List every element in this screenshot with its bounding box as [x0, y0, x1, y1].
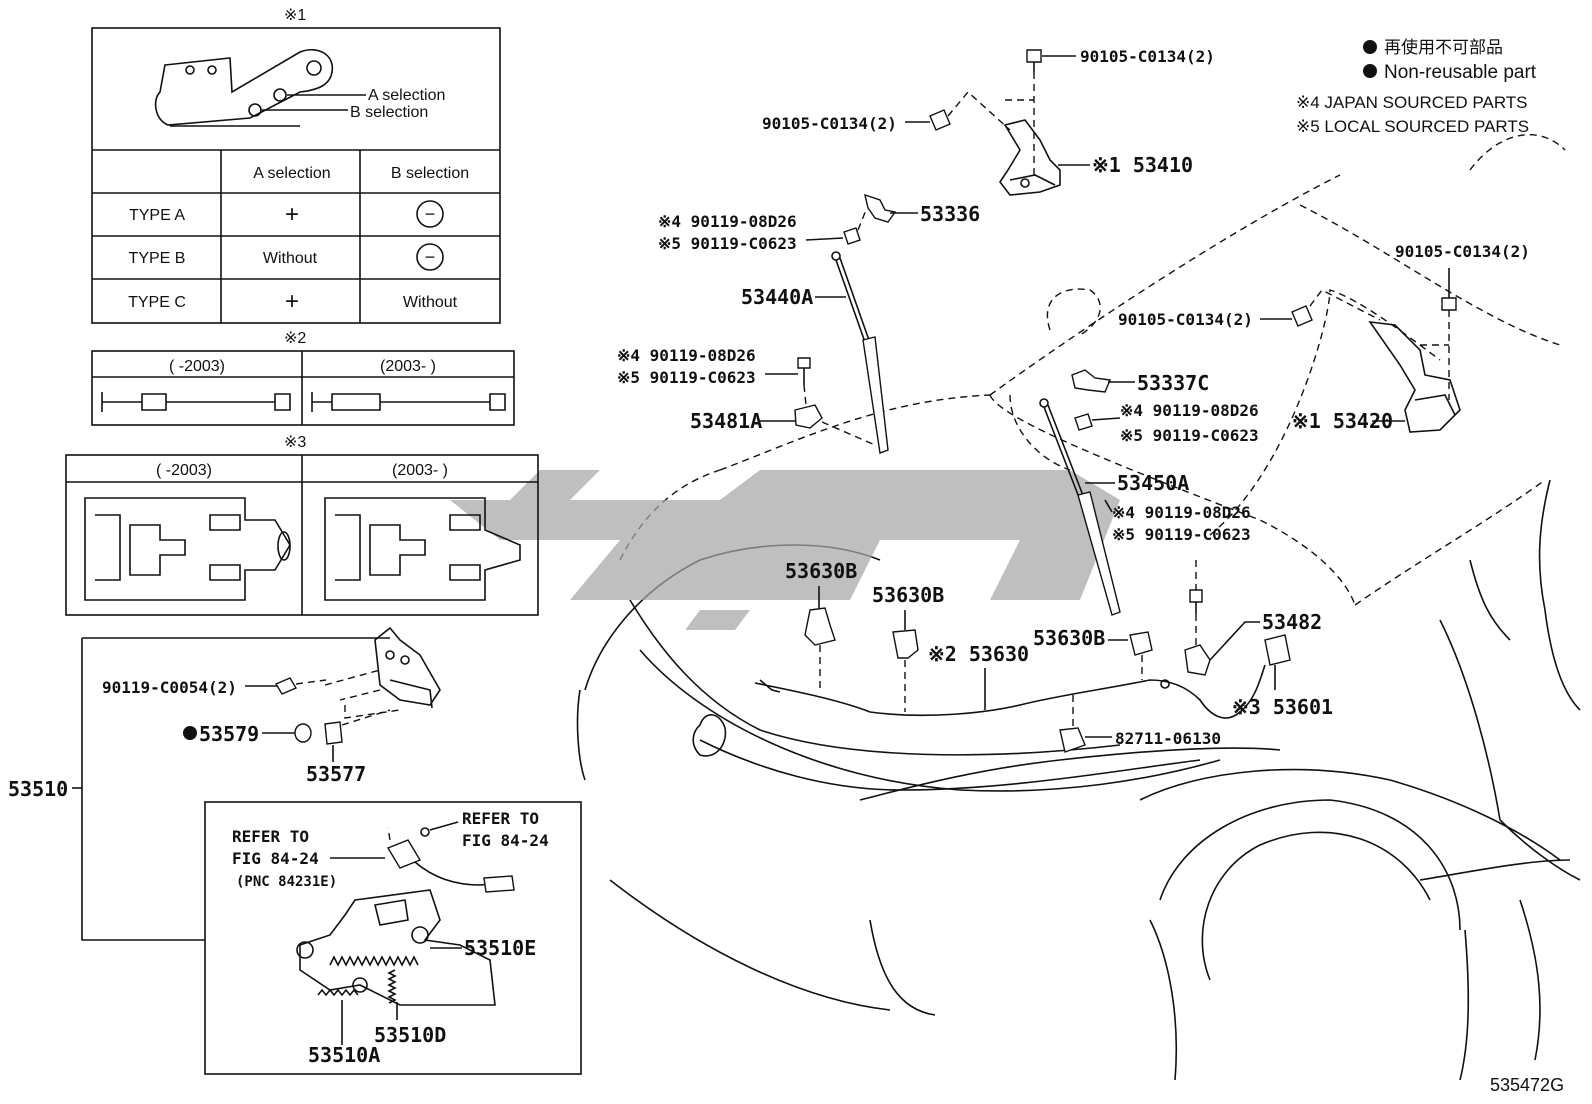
- table-cell-b: −: [425, 247, 436, 267]
- release-lever: 53482 ※3 53601: [1184, 610, 1333, 719]
- label-90105-left: 90105-C0134(2): [762, 114, 897, 133]
- inset-2-marker: ※2: [284, 330, 306, 347]
- inset-1-frame: [91, 27, 501, 324]
- inset-3-right-header: (2003- ): [392, 462, 448, 479]
- inset-3-left-header: ( -2003): [156, 462, 212, 479]
- non-reusable-dot-icon: [183, 726, 197, 740]
- figure-code: 535472G: [1490, 1075, 1564, 1095]
- label-90119-d-jp: ※4 90119-08D26: [1112, 503, 1251, 522]
- refer-left-line1: REFER TO: [232, 827, 309, 846]
- label-90119-d-local: ※5 90119-C0623: [1112, 525, 1251, 544]
- label-90119-a-local: ※5 90119-C0623: [658, 234, 797, 253]
- table-cell-b: −: [425, 204, 436, 224]
- label-53510a: 53510A: [308, 1043, 380, 1067]
- car-body-outline: [576, 134, 1581, 1081]
- inset-2-left-header: ( -2003): [169, 358, 225, 375]
- a-selection-callout: A selection: [368, 87, 445, 104]
- label-53481a: 53481A: [690, 409, 762, 433]
- table-cell-b: Without: [403, 294, 458, 311]
- label-53482: 53482: [1262, 610, 1322, 634]
- label-53420: ※1 53420: [1292, 409, 1393, 433]
- label-90105-top: 90105-C0134(2): [1080, 47, 1215, 66]
- table-cell-a: +: [285, 201, 299, 228]
- table-cell-a: +: [285, 288, 299, 315]
- legend-note-local: ※5 LOCAL SOURCED PARTS: [1296, 117, 1529, 136]
- latch-detail-inset: REFER TO FIG 84-24 (PNC 84231E) REFER TO…: [204, 801, 582, 1075]
- label-53510: 53510: [8, 777, 68, 801]
- b-selection-callout: B selection: [350, 104, 428, 121]
- label-90119-b-local: ※5 90119-C0623: [617, 368, 756, 387]
- hinge-left: 90105-C0134(2) 90105-C0134(2) ※1 53410: [762, 47, 1215, 196]
- inset-2-frame: [91, 350, 515, 426]
- latch-assembly: 53510 90119-C0054(2) 53579 53577: [8, 626, 441, 941]
- inset-3: ※3 ( -2003) (2003- ): [65, 434, 539, 616]
- watermark-logo: [450, 470, 1120, 630]
- bracket-53481a: ※4 90119-08D26 ※5 90119-C0623 53481A: [617, 346, 876, 446]
- label-90119-b-jp: ※4 90119-08D26: [617, 346, 756, 365]
- legend-non-reusable-en: Non-reusable part: [1384, 62, 1537, 83]
- label-82711: 82711-06130: [1115, 729, 1221, 748]
- label-53336: 53336: [920, 202, 980, 226]
- table-row-type: TYPE C: [128, 294, 186, 311]
- inset-1: ※1 A selection B selection A selection B…: [91, 7, 501, 324]
- label-53579: 53579: [199, 722, 259, 746]
- label-53510e: 53510E: [464, 936, 536, 960]
- refer-left-line2: FIG 84-24: [232, 849, 319, 868]
- label-90119-c-jp: ※4 90119-08D26: [1120, 401, 1259, 420]
- label-53337c: 53337C: [1137, 371, 1209, 395]
- label-90119-c-local: ※5 90119-C0623: [1120, 426, 1259, 445]
- selection-table: A selection B selection TYPE A + − TYPE …: [92, 149, 500, 323]
- label-90119-c0054: 90119-C0054(2): [102, 678, 237, 697]
- inset-1-marker: ※1: [284, 7, 306, 24]
- label-53630: ※2 53630: [928, 642, 1029, 666]
- label-53601: ※3 53601: [1232, 695, 1333, 719]
- table-row-type: TYPE A: [129, 207, 185, 224]
- label-53630b-1: 53630B: [785, 559, 857, 583]
- strut-right: 53337C ※4 90119-08D26 ※5 90119-C0623 534…: [1039, 369, 1259, 645]
- filled-dot-icon: [1363, 64, 1377, 78]
- inset-2: ※2 ( -2003) (2003- ): [91, 330, 515, 426]
- label-90105-right: 90105-C0134(2): [1395, 242, 1530, 261]
- table-cell-a: Without: [263, 250, 318, 267]
- minus-circle-icon: [416, 200, 444, 228]
- legend: 再使用不可部品 Non-reusable part ※4 JAPAN SOURC…: [1296, 37, 1537, 136]
- release-cable: 53630B 53630B 53630B ※2 53630 82711-0613…: [754, 559, 1266, 753]
- hinge-right: 90105-C0134(2) 90105-C0134(2) ※1 53420: [1118, 242, 1530, 433]
- table-header-b: B selection: [391, 165, 469, 182]
- legend-non-reusable-jp: 再使用不可部品: [1384, 37, 1503, 57]
- label-53577: 53577: [306, 762, 366, 786]
- table-row-type: TYPE B: [129, 250, 186, 267]
- refer-right-line1: REFER TO: [462, 809, 539, 828]
- refer-right-line2: FIG 84-24: [462, 831, 549, 850]
- legend-note-japan: ※4 JAPAN SOURCED PARTS: [1296, 93, 1528, 112]
- latch-detail-frame: [204, 801, 582, 1075]
- inset-3-marker: ※3: [284, 434, 306, 451]
- label-90105-mid: 90105-C0134(2): [1118, 310, 1253, 329]
- minus-circle-icon: [416, 243, 444, 271]
- label-53440a: 53440A: [741, 285, 813, 309]
- label-53410: ※1 53410: [1092, 153, 1193, 177]
- label-53630b-3: 53630B: [1033, 626, 1105, 650]
- label-53630b-2: 53630B: [872, 583, 944, 607]
- filled-dot-icon: [1363, 40, 1377, 54]
- strut-left: 53336 ※4 90119-08D26 ※5 90119-C0623 5344…: [658, 193, 980, 454]
- inset-2-right-header: (2003- ): [380, 358, 436, 375]
- refer-left-line3: (PNC 84231E): [236, 874, 337, 890]
- label-90119-a-jp: ※4 90119-08D26: [658, 212, 797, 231]
- label-53450a: 53450A: [1117, 471, 1189, 495]
- table-header-a: A selection: [253, 165, 330, 182]
- label-53510d: 53510D: [374, 1023, 446, 1047]
